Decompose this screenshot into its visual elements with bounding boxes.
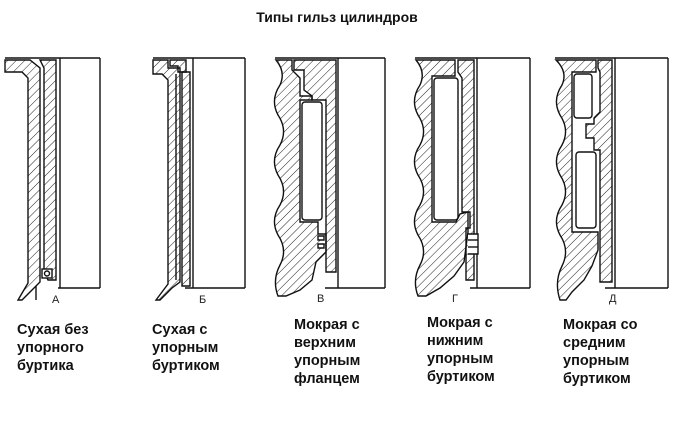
liner-g-letter: Г — [452, 293, 458, 305]
diagram-title: Типы гильз цилиндров — [256, 9, 418, 25]
liner-v-letter: В — [317, 293, 325, 305]
liner-g-caption: Мокрая с нижним упорным буртиком — [427, 315, 495, 385]
liner-g-drawing — [413, 57, 531, 297]
liner-v-drawing — [273, 57, 386, 297]
liner-b-drawing — [152, 57, 246, 301]
liner-a-letter: А — [52, 294, 60, 306]
liner-b-caption: Сухая с упорным буртиком — [152, 322, 220, 374]
liner-b-letter: Б — [199, 294, 207, 306]
liner-d-letter: Д — [609, 293, 617, 305]
liner-d-drawing — [554, 57, 669, 301]
liner-a-drawing — [4, 57, 101, 301]
liner-d-caption: Мокрая со средним упорным буртиком — [563, 317, 638, 387]
liner-a-caption: Сухая без упорного буртика — [17, 322, 89, 374]
liner-v-caption: Мокрая с верхним упорным фланцем — [294, 317, 361, 387]
